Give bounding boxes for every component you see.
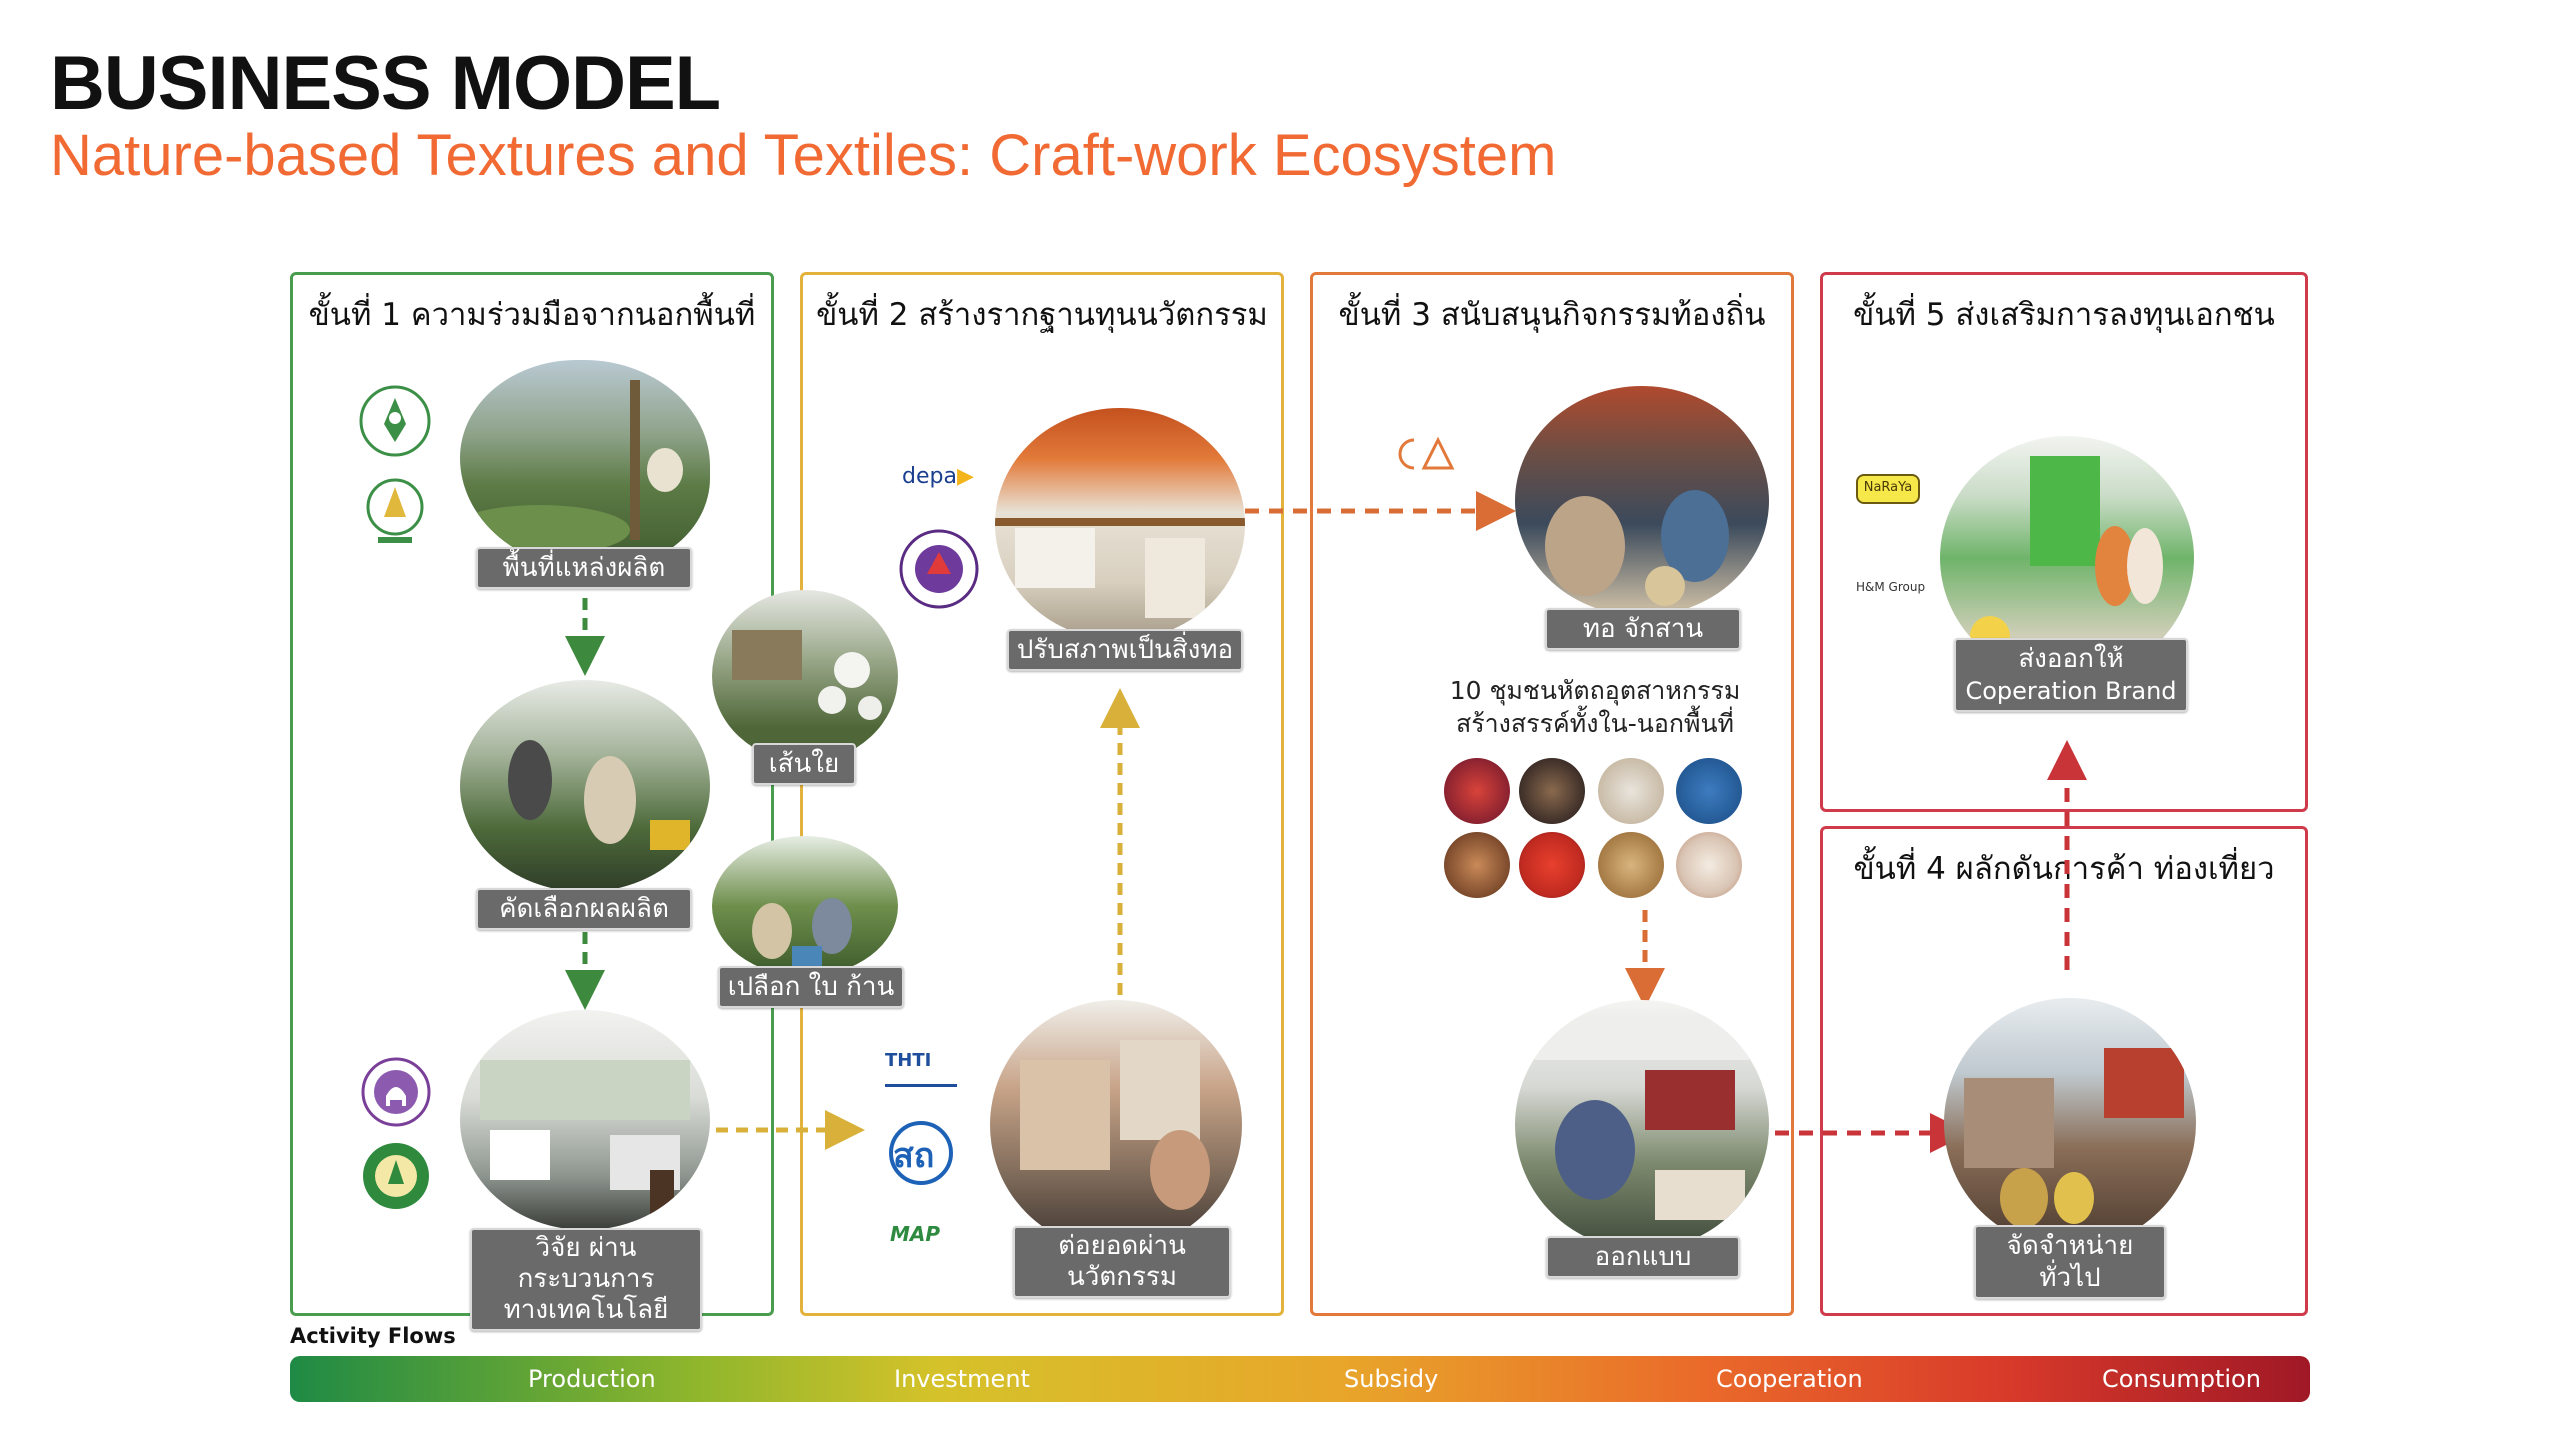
label-fiber: เส้นใย <box>752 743 856 785</box>
page-title: BUSINESS MODEL <box>50 41 721 126</box>
sor-logo: สถ <box>885 1118 957 1188</box>
community-swatch-7 <box>1598 832 1664 898</box>
communities-note: 10 ชุมชนหัตถอุตสาหกรรม สร้างสรรค์ทั้งใน-… <box>1430 674 1760 740</box>
activity-flow-bar <box>290 1356 2310 1402</box>
label-improve: ปรับสภาพเป็นสิ่งทอ <box>1007 629 1243 671</box>
stage-3-title: ขั้นที่ 3 สนับสนุนกิจกรรมท้องถิ่น <box>1338 297 1766 333</box>
depa-logo-text: depa <box>902 464 957 489</box>
thti-logo: THTI <box>885 1050 957 1087</box>
sorting-photo <box>460 680 710 892</box>
research-photo <box>460 1010 710 1230</box>
weave-photo <box>1515 386 1769 616</box>
label-innovation-line1: ต่อยอดผ่าน <box>1058 1231 1186 1261</box>
label-export-line2: Coperation Brand <box>1965 677 2177 705</box>
label-export: ส่งออกให้ Coperation Brand <box>1954 638 2188 712</box>
label-research-line2: ทางเทคโนโลยี <box>503 1295 669 1325</box>
sor-logo-text: สถ <box>893 1136 935 1176</box>
innovation-photo <box>990 1000 1242 1250</box>
royal-project-logo <box>360 475 430 555</box>
label-peeling: เปลือก ใบ ก้าน <box>718 966 904 1008</box>
label-research-line1: วิจัย ผ่านกระบวนการ <box>517 1233 655 1294</box>
community-swatch-6 <box>1519 832 1585 898</box>
design-photo <box>1515 1000 1769 1250</box>
label-sorting: คัดเลือกผลผลิต <box>476 888 692 930</box>
purple-seal-logo <box>898 528 980 610</box>
legend-title: Activity Flows <box>290 1324 456 1348</box>
page-subtitle: Nature-based Textures and Textiles: Craf… <box>50 123 1557 188</box>
label-distribute: จัดจำหน่ายทั่วไป <box>1974 1225 2166 1299</box>
cea-logo <box>1392 432 1462 476</box>
distribute-photo <box>1944 998 2196 1248</box>
thai-emblem-logo <box>358 384 432 458</box>
naraya-logo: NaRaYa <box>1856 474 1920 504</box>
label-weave: ทอ จักสาน <box>1545 608 1741 650</box>
flow-label-production: Production <box>528 1365 656 1393</box>
label-export-line1: ส่งออกให้ <box>2018 644 2124 674</box>
community-swatch-4 <box>1676 758 1742 824</box>
stage-1-title: ขั้นที่ 1 ความร่วมมือจากนอกพื้นที่ <box>308 297 756 333</box>
map-logo: MAP <box>890 1222 941 1246</box>
community-swatch-1 <box>1444 758 1510 824</box>
community-swatch-5 <box>1444 832 1510 898</box>
fiber-photo <box>712 590 898 762</box>
flow-label-cooperation: Cooperation <box>1716 1365 1863 1393</box>
community-swatch-2 <box>1519 758 1585 824</box>
stage-5-title: ขั้นที่ 5 ส่งเสริมการลงทุนเอกชน <box>1853 297 2275 333</box>
flow-label-subsidy: Subsidy <box>1344 1365 1439 1393</box>
green-ministry-logo <box>360 1140 432 1212</box>
label-design: ออกแบบ <box>1546 1236 1740 1278</box>
communities-line2: สร้างสรรค์ทั้งใน-นอกพื้นที่ <box>1455 709 1735 738</box>
label-innovation-line2: นวัตกรรม <box>1066 1262 1178 1292</box>
flow-label-investment: Investment <box>894 1365 1030 1393</box>
label-research: วิจัย ผ่านกระบวนการ ทางเทคโนโลยี <box>470 1228 702 1331</box>
communities-line1: 10 ชุมชนหัตถอุตสาหกรรม <box>1449 676 1741 705</box>
stage-2-title: ขั้นที่ 2 สร้างรากฐานทุนนวัตกรรม <box>816 297 1268 333</box>
stage-4-title: ขั้นที่ 4 ผลักดันการค้า ท่องเที่ยว <box>1853 851 2275 887</box>
peeling-photo <box>712 836 898 976</box>
label-source-area: พื้นที่แหล่งผลิต <box>476 547 692 589</box>
community-swatch-3 <box>1598 758 1664 824</box>
source-area-photo <box>460 360 710 570</box>
hm-group-logo: H&M Group <box>1856 580 1926 594</box>
flow-label-consumption: Consumption <box>2102 1365 2261 1393</box>
loom-photo <box>995 408 1245 640</box>
label-innovation: ต่อยอดผ่าน นวัตกรรม <box>1013 1226 1231 1298</box>
community-swatch-8 <box>1676 832 1742 898</box>
depa-logo: depa▶ <box>902 464 974 489</box>
university-elephant-logo <box>360 1056 432 1128</box>
